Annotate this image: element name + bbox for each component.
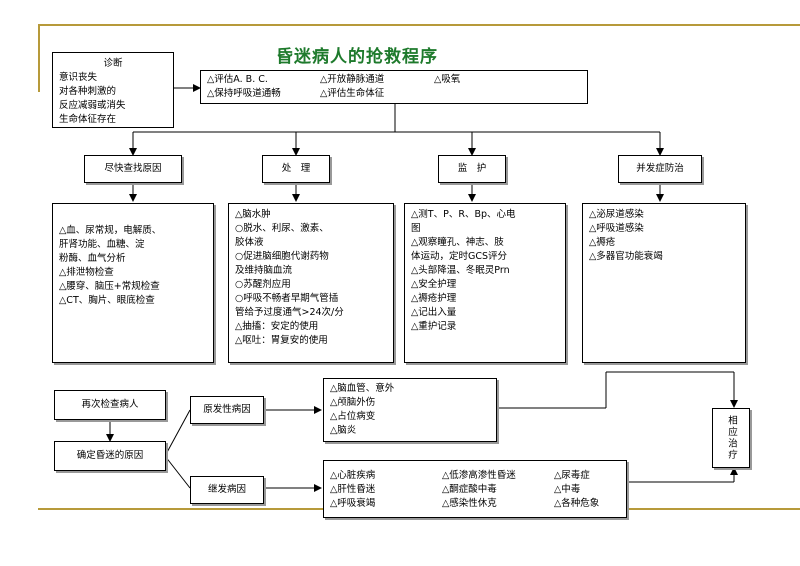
- assess-oxygen: △吸氧: [434, 74, 461, 85]
- detail-line: △血、尿常规，电解质、: [59, 225, 162, 236]
- detail-line: △多器官功能衰竭: [589, 251, 663, 262]
- detail-line: △褥疮护理: [411, 293, 457, 304]
- detail-line: △重护记录: [411, 321, 457, 332]
- detail-line: △CT、胸片、眼底检查: [59, 295, 155, 306]
- detail-find-cause: △血、尿常规，电解质、 肝肾功能、血糖、淀 粉酶、血气分析 △排泄物检查 △腰穿…: [52, 203, 214, 363]
- detail-line: △抽搐：安定的使用: [235, 321, 319, 332]
- detail-line: ○脱水、利尿、激素、: [235, 223, 329, 234]
- detail-line: △呕吐：胃复安的使用: [235, 335, 328, 346]
- detail-line: △头部降温、冬眠灵Prn: [411, 265, 510, 276]
- primary-line: △颅脑外伤: [330, 397, 376, 408]
- detail-line: 肝肾功能、血糖、淀: [59, 239, 145, 250]
- branch-find-cause: 尽快查找原因: [84, 155, 182, 183]
- detail-line: △观察瞳孔、神志、肢: [411, 237, 504, 248]
- detail-line: △褥疮: [589, 237, 616, 248]
- diagnosis-line: 生命体征存在: [59, 114, 117, 125]
- detail-line: 粉酶、血气分析: [59, 253, 126, 264]
- assessment-box: △评估A. B. C. △开放静脉通道 △吸氧 △保持呼吸道通畅 △评估生命体征: [200, 70, 588, 104]
- secondary-line: △酮症酸中毒: [442, 484, 497, 495]
- left-rule: [38, 24, 40, 92]
- assess-abc: △评估A. B. C.: [207, 74, 268, 85]
- treatment-label: 相应治疗: [726, 415, 737, 461]
- determine-cause-box: 确定昏迷的原因: [54, 441, 166, 471]
- recheck-patient-box: 再次检查病人: [54, 390, 166, 420]
- primary-line: △占位病变: [330, 411, 376, 422]
- detail-line: ○呼吸不畅者早期气管插: [235, 293, 339, 304]
- secondary-col: △低渗高渗性昏迷 △酮症酸中毒 △感染性休克: [442, 469, 516, 511]
- assess-airway: △保持呼吸道通畅: [207, 88, 281, 99]
- detail-line: △排泄物检查: [59, 267, 114, 278]
- secondary-line: △呼吸衰竭: [330, 498, 376, 509]
- detail-line: 图: [411, 223, 421, 234]
- detail-line: △安全护理: [411, 279, 457, 290]
- primary-line: △脑炎: [330, 425, 357, 436]
- diagnosis-heading: 诊断: [103, 58, 123, 69]
- secondary-line: △尿毒症: [554, 470, 590, 481]
- branch-complications: 并发症防治: [618, 155, 702, 183]
- secondary-col: △心脏疾病 △肝性昏迷 △呼吸衰竭: [330, 469, 375, 511]
- page-title: 昏迷病人的抢救程序: [276, 47, 438, 67]
- detail-monitoring: △测T、P、R、Bp、心电 图 △观察瞳孔、神志、肢 体运动，定时GCS评分 △…: [404, 203, 566, 363]
- detail-complications: △泌尿道感染 △呼吸道感染 △褥疮 △多器官功能衰竭: [582, 203, 746, 363]
- primary-cause-label: 原发性病因: [190, 396, 264, 424]
- assess-iv: △开放静脉通道: [320, 74, 385, 85]
- detail-line: △测T、P、R、Bp、心电: [411, 209, 516, 220]
- secondary-col: △尿毒症 △中毒 △各种危象: [554, 469, 599, 511]
- secondary-line: △肝性昏迷: [330, 484, 376, 495]
- branch-monitoring: 监 护: [438, 155, 506, 183]
- detail-line: △呼吸道感染: [589, 223, 644, 234]
- secondary-line: △心脏疾病: [330, 470, 376, 481]
- diagnosis-line: 意识丧失: [59, 72, 98, 83]
- detail-line: 胶体液: [235, 237, 264, 248]
- secondary-line: △感染性休克: [442, 498, 497, 509]
- detail-line: △腰穿、脑压+常规检查: [59, 281, 160, 292]
- assess-vitals: △评估生命体征: [320, 88, 385, 99]
- detail-line: ○促进脑细胞代谢药物: [235, 251, 329, 262]
- detail-line: △记出入量: [411, 307, 457, 318]
- detail-line: 体运动，定时GCS评分: [411, 251, 508, 262]
- top-rule: [38, 24, 800, 26]
- branch-treatment: 处 理: [262, 155, 330, 183]
- treatment-box: 相应治疗: [712, 408, 750, 468]
- detail-line: △脑水肿: [235, 209, 271, 220]
- secondary-cause-box: △心脏疾病 △肝性昏迷 △呼吸衰竭 △低渗高渗性昏迷 △酮症酸中毒 △感染性休克…: [323, 460, 627, 518]
- detail-line: ○苏醒剂应用: [235, 279, 291, 290]
- diagnosis-box: 诊断 意识丧失 对各种刺激的 反应减弱或消失 生命体征存在: [52, 52, 174, 128]
- detail-treatment: △脑水肿 ○脱水、利尿、激素、 胶体液 ○促进脑细胞代谢药物 及维持脑血流 ○苏…: [228, 203, 394, 363]
- detail-line: 及维持脑血流: [235, 265, 293, 276]
- secondary-line: △低渗高渗性昏迷: [442, 470, 516, 481]
- primary-line: △脑血管、意外: [330, 383, 395, 394]
- detail-line: 管给予过度通气>24次/分: [235, 307, 344, 318]
- secondary-line: △中毒: [554, 484, 581, 495]
- detail-line: △泌尿道感染: [589, 209, 644, 220]
- secondary-cause-label: 继发病因: [190, 476, 264, 504]
- secondary-line: △各种危象: [554, 498, 600, 509]
- diagnosis-line: 对各种刺激的: [59, 86, 117, 97]
- diagnosis-line: 反应减弱或消失: [59, 100, 126, 111]
- primary-cause-box: △脑血管、意外 △颅脑外伤 △占位病变 △脑炎: [323, 378, 497, 442]
